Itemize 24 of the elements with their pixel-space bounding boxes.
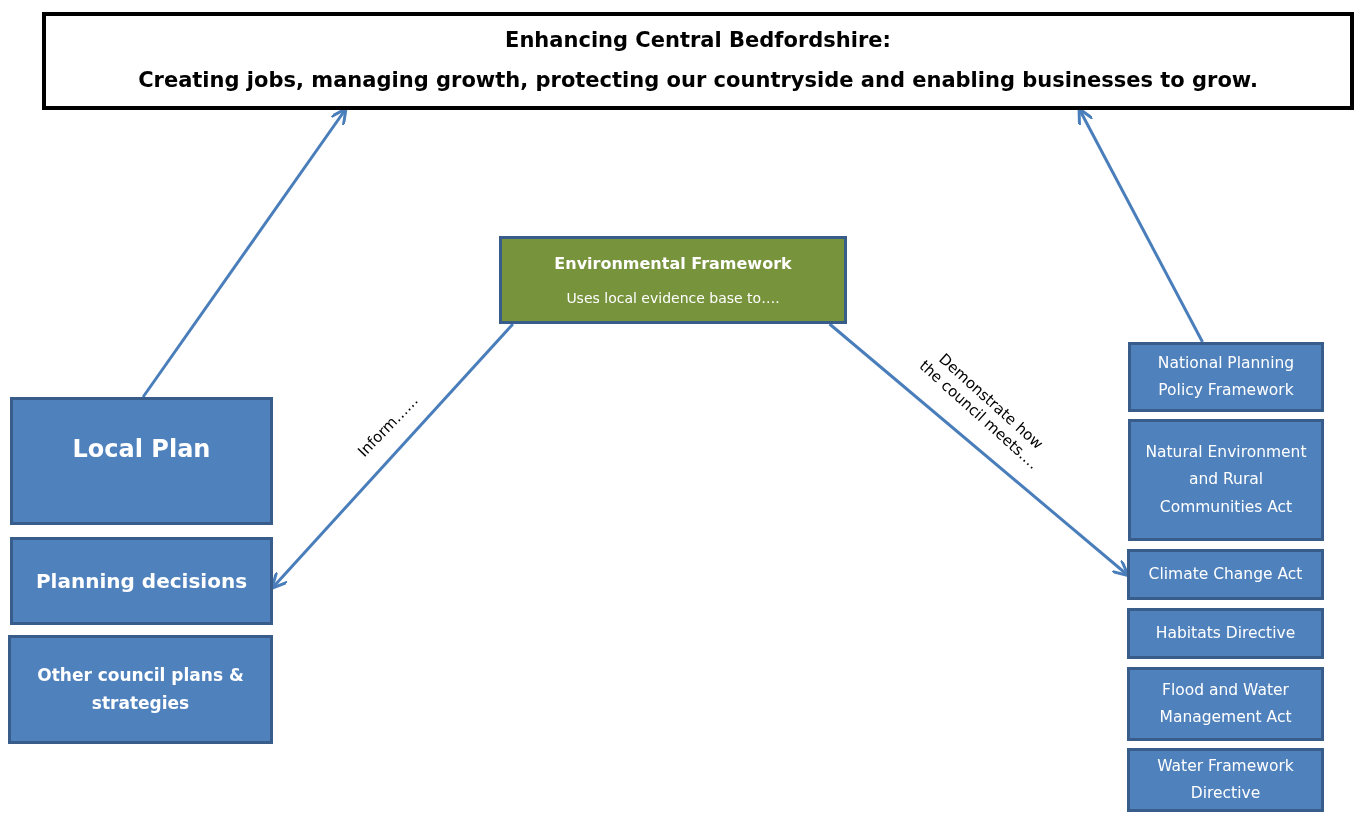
process-box [8, 635, 273, 744]
process-box [499, 236, 847, 324]
process-box [1128, 419, 1324, 541]
process-box [1127, 608, 1324, 659]
title-text: Enhancing Central Bedfordshire: [505, 27, 891, 55]
box-heading: Environmental Framework [554, 253, 792, 275]
subtitle-text: Creating jobs, managing growth, protecting our countryside and enabling businesses to grow. [138, 67, 1258, 94]
box-label: Water Framework Directive [1156, 755, 1295, 804]
box-label: Planning decisions [35, 568, 248, 595]
process-box [10, 397, 273, 525]
box-label: Natural Environment and Rural Communities Act [1144, 442, 1308, 518]
box-label: Local Plan [72, 434, 211, 465]
title-box [42, 12, 1354, 110]
box-text: Uses local evidence base to…. [566, 288, 780, 308]
process-box [1127, 549, 1324, 600]
box-label: Flood and Water Management Act [1158, 679, 1293, 728]
process-box [1127, 748, 1324, 812]
process-box [10, 537, 273, 625]
process-box [1127, 667, 1324, 741]
box-label: Climate Change Act [1148, 563, 1303, 585]
box-label: Habitats Directive [1155, 622, 1296, 644]
box-label: Other council plans & strategies [36, 664, 245, 715]
process-box [1128, 342, 1324, 412]
box-label: National Planning Policy Framework [1156, 352, 1296, 401]
